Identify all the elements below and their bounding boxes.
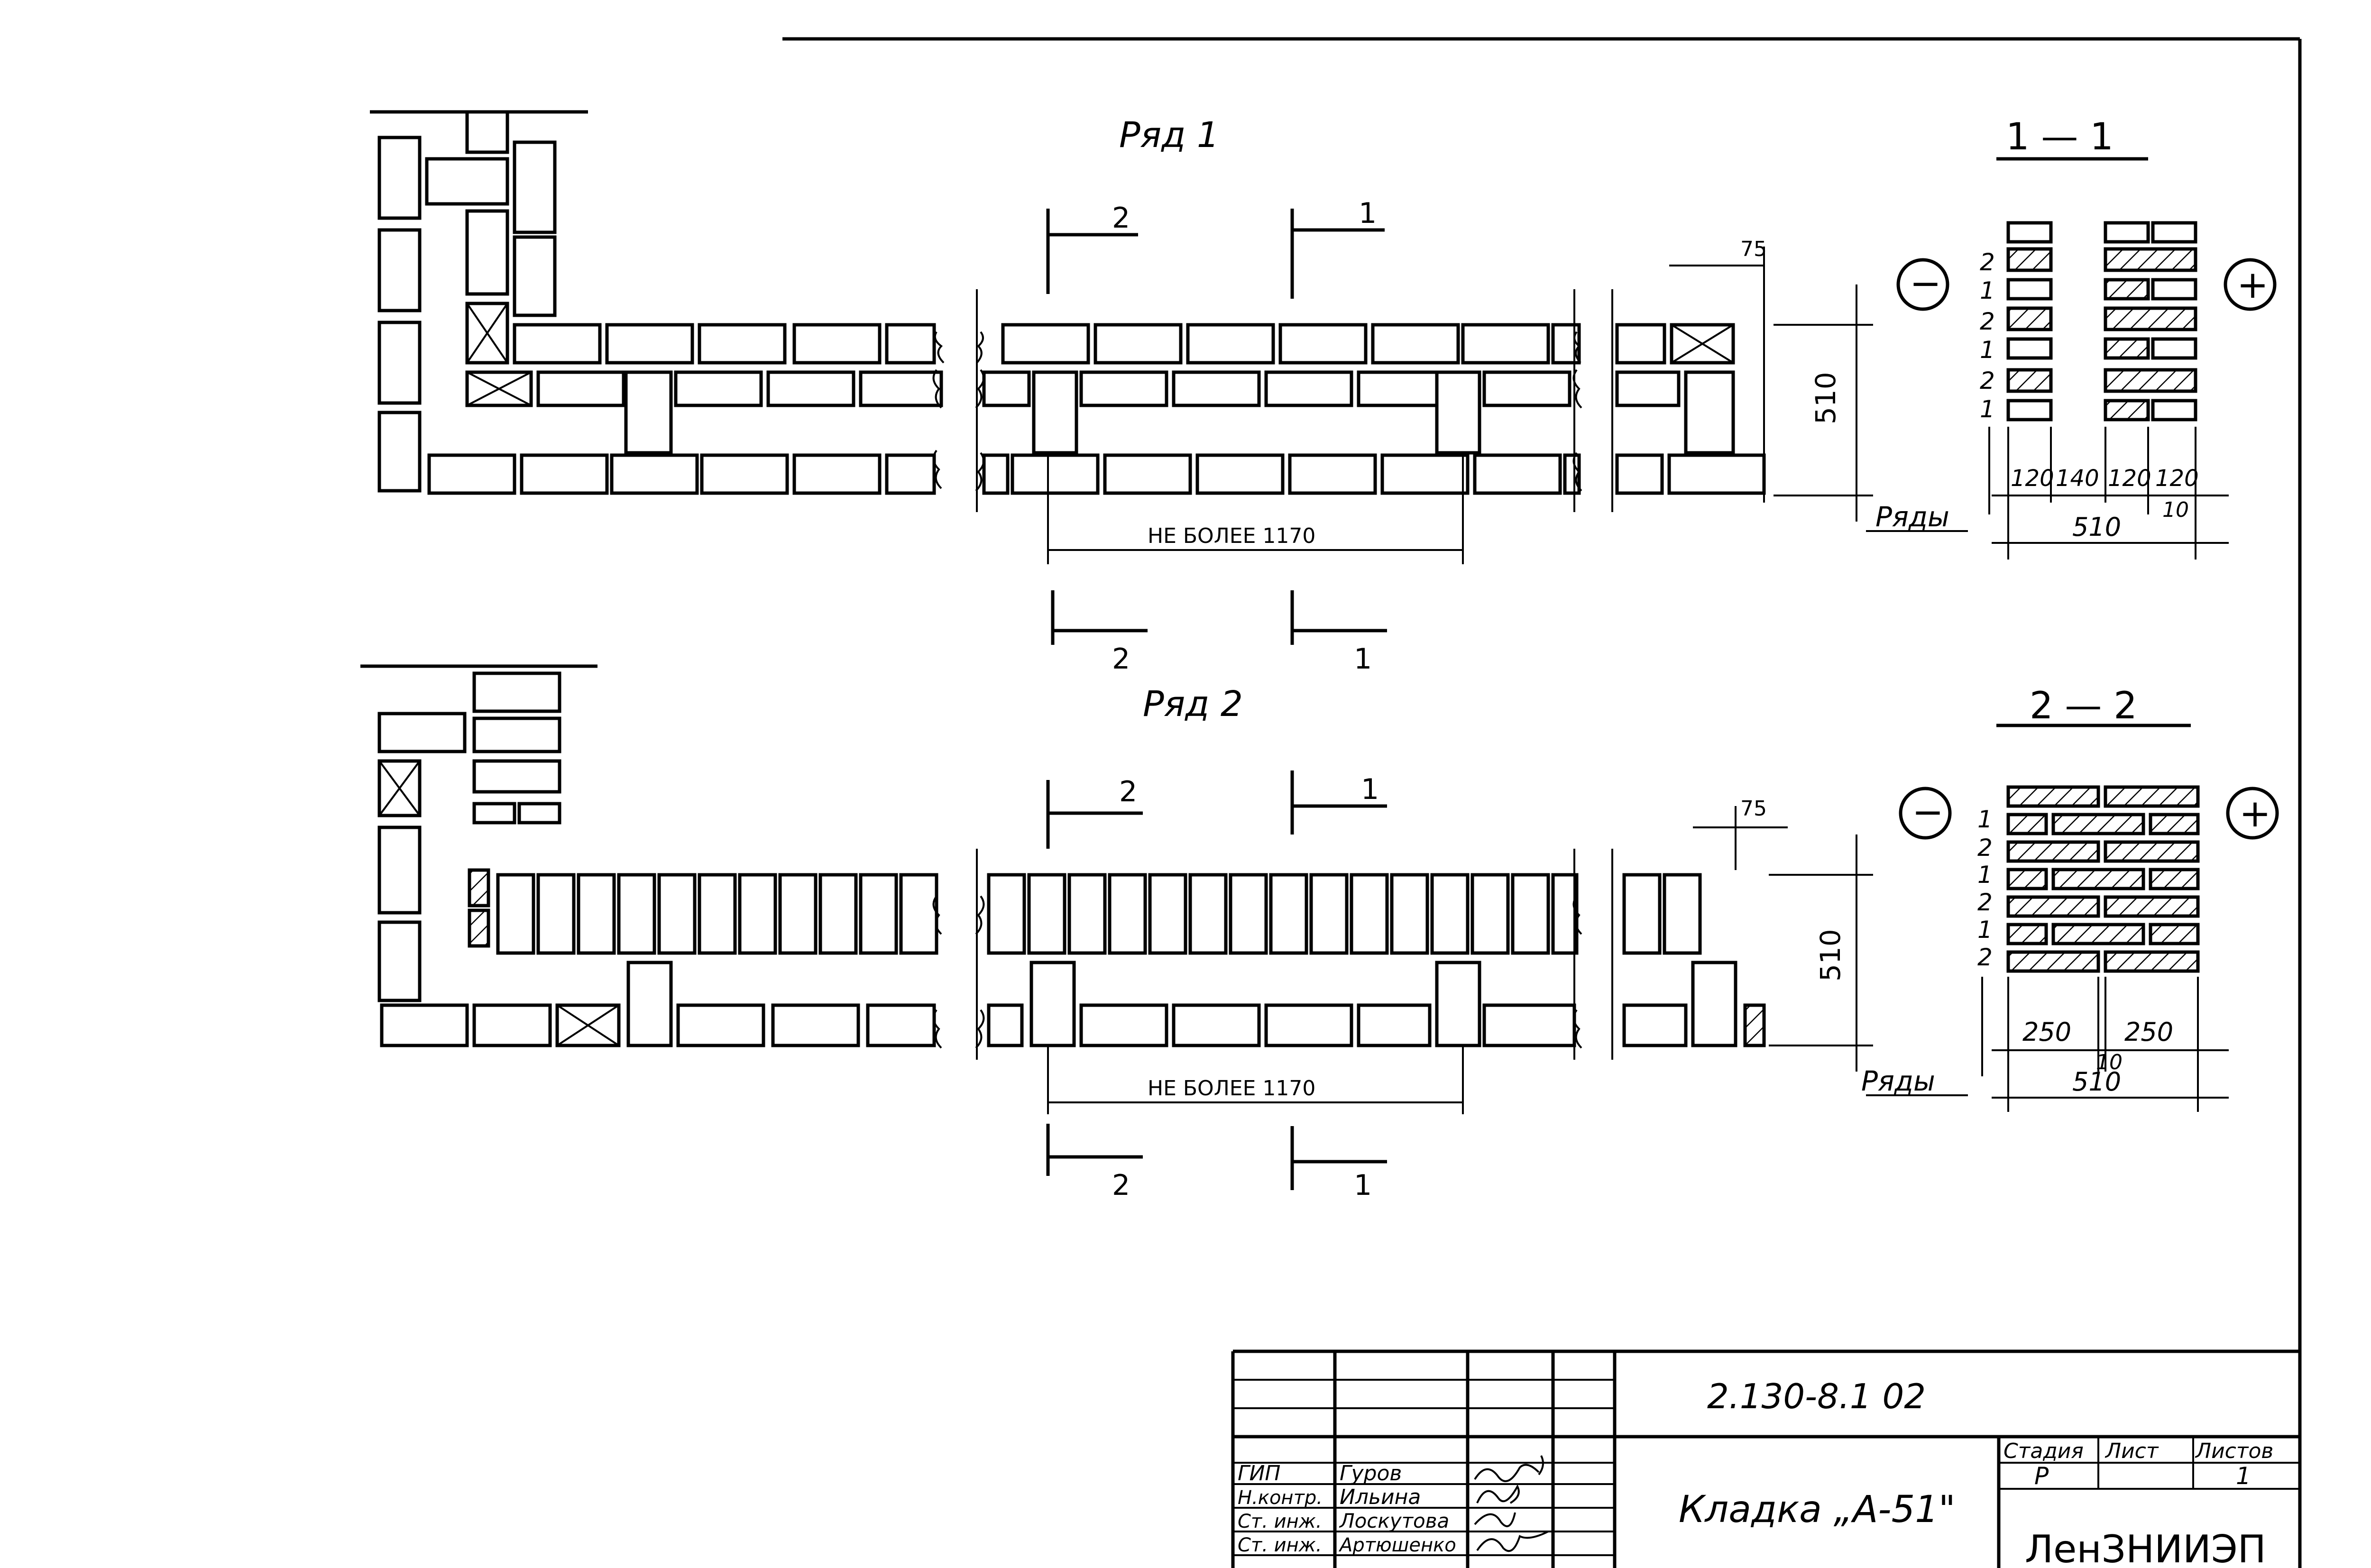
svg-text:10: 10 (2162, 498, 2189, 522)
section-1-courses (2006, 221, 2197, 422)
cut-marks-row-1: 2 1 2 1 (1046, 197, 1387, 676)
svg-text:75: 75 (1740, 237, 1767, 261)
section-1-1: 1 — 1 − + 2 1 2 (1896, 116, 2277, 559)
svg-text:2: 2 (1112, 202, 1130, 235)
svg-text:Артюшенко: Артюшенко (1338, 1534, 1456, 1556)
sheet-header: Лист (2104, 1439, 2159, 1463)
svg-text:2: 2 (1977, 944, 1993, 971)
wall-middle-segment (975, 289, 1582, 512)
svg-text:2: 2 (1977, 889, 1993, 916)
section-1-title: 1 — 1 (2006, 116, 2114, 158)
frame (782, 37, 2302, 1568)
svg-text:10: 10 (2096, 1050, 2123, 1074)
plan-row-2: Ряд 2 (360, 664, 1968, 1202)
wall-right-segment (1611, 289, 1766, 512)
svg-text:ГИП: ГИП (1238, 1461, 1281, 1485)
svg-text:+: + (2239, 791, 2271, 835)
note-max-length-2: НЕ БОЛЕЕ 1170 (1148, 1076, 1315, 1100)
stage-value: Р (2034, 1462, 2049, 1490)
wall-left-segment (427, 323, 945, 495)
svg-text:120: 120 (2011, 465, 2054, 492)
svg-text:2: 2 (1977, 834, 1993, 862)
svg-text:1: 1 (1980, 277, 1995, 304)
svg-text:+: + (2237, 263, 2269, 307)
doc-code: 2.130-8.1 02 (1707, 1376, 1926, 1416)
svg-text:2: 2 (1980, 308, 1995, 335)
organization: ЛенЗНИИЭП (2025, 1527, 2266, 1568)
svg-text:−: − (1912, 790, 1944, 834)
svg-text:Гуров: Гуров (1340, 1461, 1402, 1485)
svg-text:75: 75 (1740, 797, 1767, 821)
svg-text:Ст. инж.: Ст. инж. (1238, 1511, 1322, 1532)
dimensions-row-2: НЕ БОЛЕЕ 1170 75 510 Ряды (1047, 797, 1968, 1114)
corner-vertical-bricks (377, 110, 557, 493)
svg-text:2: 2 (1112, 642, 1130, 676)
handwritten-signatures (1474, 1455, 1549, 1552)
wall2-middle-segment (975, 849, 1582, 1060)
drawing-title: Кладка „А-51" (1679, 1488, 1956, 1531)
svg-text:1: 1 (1354, 1169, 1372, 1202)
corner-vertical-bricks-2 (377, 671, 561, 1002)
svg-text:510: 510 (2072, 512, 2121, 542)
svg-text:1: 1 (1977, 806, 1993, 833)
cut-marks-row-2: 2 1 2 1 (1046, 770, 1387, 1202)
svg-text:510: 510 (1814, 929, 1847, 981)
svg-text:2: 2 (1119, 775, 1137, 808)
svg-text:2: 2 (1980, 248, 1995, 276)
title-block: 2.130-8.1 02 Кладка „А-51" Стадия Лист Л… (1231, 1349, 2300, 1568)
svg-text:1: 1 (1977, 861, 1993, 889)
svg-text:1: 1 (1354, 642, 1372, 676)
svg-text:1: 1 (1980, 336, 1995, 364)
wall2-left-segment (380, 873, 942, 1049)
svg-text:1: 1 (1359, 197, 1377, 230)
section-2-title: 2 — 2 (2030, 685, 2137, 727)
stage-header: Стадия (2003, 1439, 2084, 1463)
svg-text:Ст. инж.: Ст. инж. (1238, 1534, 1322, 1556)
rows-label-2: Ряды (1861, 1065, 1935, 1097)
svg-text:120: 120 (2108, 465, 2151, 492)
svg-text:250: 250 (2124, 1017, 2173, 1047)
svg-text:1: 1 (1980, 395, 1995, 423)
svg-text:120: 120 (2155, 465, 2199, 492)
rows-label: Ряды (1875, 501, 1949, 533)
svg-text:140: 140 (2056, 465, 2099, 492)
plan-row-1: Ряд 1 (370, 110, 1968, 676)
section-1-dimensions: 120 140 120 120 10 510 (1992, 427, 2229, 559)
plan-row-2-title: Ряд 2 (1143, 684, 1243, 724)
svg-text:510: 510 (1810, 372, 1842, 424)
section-1-row-numbers: 2 1 2 1 2 1 (1980, 248, 1995, 514)
sheets-header: Листов (2195, 1439, 2273, 1463)
svg-text:250: 250 (2022, 1017, 2071, 1047)
svg-text:1: 1 (1977, 916, 1993, 944)
svg-text:−: − (1910, 261, 1941, 305)
dimensions-row-1: НЕ БОЛЕЕ 1170 75 510 Ряды (1047, 237, 1968, 564)
svg-text:Н.контр.: Н.контр. (1238, 1487, 1323, 1509)
note-max-length: НЕ БОЛЕЕ 1170 (1148, 524, 1315, 548)
svg-text:2: 2 (1112, 1169, 1130, 1202)
svg-text:Ильина: Ильина (1340, 1485, 1421, 1509)
section-2-courses (2006, 785, 2200, 973)
sheets-value: 1 (2236, 1462, 2251, 1490)
svg-text:1: 1 (1361, 773, 1379, 806)
section-2-row-numbers: 1 2 1 2 1 2 (1977, 806, 1993, 1076)
svg-text:2: 2 (1980, 367, 1995, 394)
plan-row-1-title: Ряд 1 (1119, 115, 1219, 156)
signature-rows: ГИП Гуров Н.контр. Ильина Ст. инж. Лоску… (1238, 1461, 1456, 1556)
section-2-2: 2 — 2 − + 1 2 1 (1899, 685, 2279, 1112)
section-2-dimensions: 250 250 10 510 (1992, 977, 2229, 1112)
wall2-right-segment (1611, 849, 1766, 1060)
svg-text:Лоскутова: Лоскутова (1339, 1509, 1449, 1532)
svg-text:510: 510 (2072, 1067, 2121, 1097)
